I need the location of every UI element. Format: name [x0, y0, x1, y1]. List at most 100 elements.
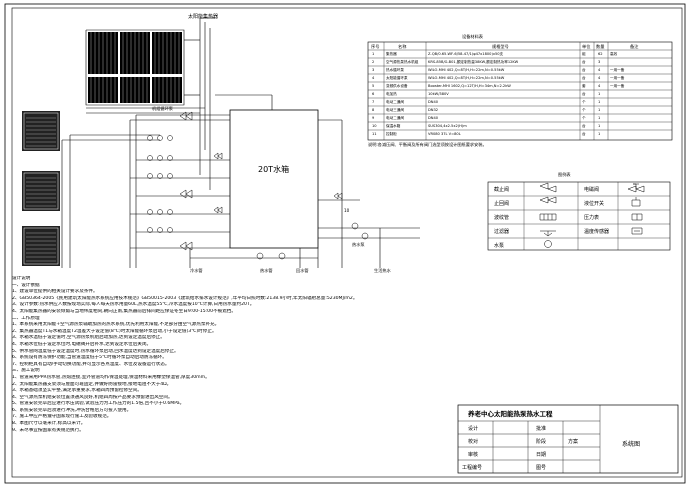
table-cell: 10	[372, 124, 377, 128]
title-label-design: 设计	[468, 425, 478, 432]
note-line: 4、水箱水位低于设定水位时,电磁阀开启补水,达到设定水位后关闭。	[12, 341, 152, 347]
equipment-table: 设备材料表 序号 名称 规格型号 单位 数量 备注	[367, 33, 673, 148]
table-cell: 台	[582, 131, 586, 136]
table-cell: 空气源热泵热水机组	[386, 59, 419, 64]
sheet-name: 系统图	[622, 440, 640, 448]
table-header-remark: 备注	[630, 43, 639, 50]
legend-item-check-valve: 止回阀	[494, 200, 509, 207]
table-header-no: 序号	[371, 43, 379, 50]
title-label-check: 校对	[468, 438, 478, 445]
temp-sensor-icon	[631, 227, 643, 235]
title-value-stage: 方案	[568, 438, 578, 445]
table-cell: 电动三通阀	[386, 107, 404, 112]
note-line: 9、未尽事宜按国家有关规范执行。	[12, 427, 84, 433]
table-cell: 高效	[610, 51, 618, 56]
table-cell: 电加热	[386, 91, 397, 96]
title-label-stage: 阶段	[536, 438, 546, 445]
note-line: 7、施工中应严格遵守国家现行施工及验收规范。	[12, 414, 112, 420]
level-switch-icon	[631, 197, 641, 207]
title-label-drawing-no: 图号	[536, 465, 546, 471]
table-cell: 11	[372, 132, 377, 136]
table-cell: 62	[598, 52, 603, 56]
table-cell: 变频供水设备	[386, 83, 408, 88]
legend-table: 图例表 截止阀 电磁阀 止回阀 液位开关 波纹管 压力表 过滤器 温度传感器 水…	[487, 171, 671, 251]
note-line: 2、GB50364-2005《民用建筑太阳能热水系统应用技术规范》GB50015…	[12, 295, 358, 301]
note-line: 一、设计依据	[12, 282, 40, 288]
note-line: 1、管道采用PPR热水管,热熔连接,室外管道均作保温处理,保温材料采用橡塑保温管…	[12, 374, 210, 380]
table-cell: 台	[582, 91, 586, 96]
table-cell: WILO-MHI 402,Q=8T/H,H=22m,N=0.55kW	[428, 76, 505, 80]
notes-heading: 设计说明	[12, 276, 31, 281]
table-cell: 8	[372, 108, 375, 112]
table-cell: Booster-MHI 1602,Q=12T/H,H=34m,N=2.2kW	[428, 84, 511, 88]
table-cell: DN32	[428, 108, 438, 112]
note-line: 1、建设单位提供的相关设计要求及条件。	[12, 289, 98, 295]
legend-item-level-switch: 液位开关	[584, 200, 604, 207]
note-line: 三、施工说明	[12, 368, 40, 374]
heat-pump-unit-2	[22, 171, 60, 211]
table-cell: 3	[598, 60, 600, 64]
pipe-label-2: 热水管	[260, 267, 273, 274]
legend-item-temp-sensor: 温度传感器	[584, 228, 609, 235]
table-header-qty: 数量	[596, 43, 604, 50]
legend-item-solenoid-valve: 电磁阀	[584, 186, 599, 193]
note-line: 6、系统设有防冻保护功能,当管道温度低于5℃时循环泵自动启动防冻循环。	[12, 355, 167, 361]
table-cell: 1	[598, 116, 600, 120]
pipe-label-4: 生活热水	[374, 267, 392, 274]
equipment-table-footnote: 说明:各减压阀、平衡阀及所有阀门选型须按设计图纸要求安装。	[368, 141, 487, 148]
pressure-gauge-icon	[631, 213, 643, 221]
hot-water-tank	[229, 109, 319, 249]
note-line: 6、系统安装完毕后须进行冲洗,冲洗合格后方可投入使用。	[12, 407, 132, 413]
note-line: 8、本图尺寸以毫米计,标高以米计。	[12, 421, 86, 427]
outer-border	[4, 3, 686, 484]
table-cell: 3	[372, 68, 374, 72]
piping-network	[61, 17, 420, 268]
table-cell: 10kW/380V	[428, 92, 449, 96]
table-cell: SUS304,4x2.5x2(H)m	[428, 124, 467, 128]
table-cell: 4	[598, 84, 601, 88]
pump-label-1: 机组循环泵	[152, 105, 173, 112]
project-name: 养老中心太阳能热泵热水工程	[467, 409, 553, 418]
table-cell: 1	[598, 108, 600, 112]
pump-icon	[544, 240, 552, 248]
table-cell: 热水循环泵	[386, 67, 404, 72]
note-line: 5、供水管网温度低于设定温度时,热水循环泵启动,回水温度达到设定温度后停止。	[12, 348, 179, 354]
table-cell: 1	[598, 124, 600, 128]
pump-label-2: 热水泵	[352, 241, 365, 248]
table-header-model: 规格型号	[492, 43, 509, 50]
note-line: 二、工作原理	[12, 315, 40, 321]
table-header-unit: 单位	[582, 43, 590, 50]
legend-item-filter: 过滤器	[494, 228, 509, 235]
title-label-project-no: 工程编号	[462, 464, 482, 471]
table-cell: 台	[582, 59, 586, 64]
note-line: 4、空气源热泵机组安装位置须通风良好,机组四周按产品要求预留进出风空间。	[12, 394, 173, 400]
legend-item-bellows: 波纹管	[494, 214, 509, 221]
note-line: 7、控制柜具有自动/手动切换功能,并可显示各点温度、水位及设备运行状态。	[12, 361, 170, 367]
solenoid-valve-icon	[627, 183, 645, 193]
roof-label: 太阳能集热器	[188, 13, 218, 20]
legend-title: 图例表	[558, 171, 571, 178]
bellows-icon	[539, 213, 557, 221]
table-cell: 控制柜	[386, 131, 397, 136]
note-line: 5、管道安装完毕后应进行水压试验,试验压力为工作压力的1.5倍,且不小于0.6M…	[12, 401, 185, 407]
heat-pump-unit-1	[22, 111, 60, 151]
note-line: 4、太阳能集热器的安装倾角与当地纬度相同,朝向正南,集热器前后排间距应保证冬至日…	[12, 308, 236, 314]
title-label-review: 审核	[468, 451, 478, 458]
table-cell: 电动二通阀	[386, 99, 404, 104]
check-valve-icon	[539, 196, 557, 204]
valve-markers	[147, 111, 369, 260]
note-line: 2、太阳能集热器支架须与屋面可靠固定,并做好防雷接地,接地电阻不大于4Ω。	[12, 381, 172, 387]
filter-icon	[540, 230, 556, 237]
equipment-table-title: 设备材料表	[462, 33, 484, 40]
table-cell: 4	[372, 76, 375, 80]
table-cell: DN40	[428, 100, 439, 104]
table-cell: 1	[598, 132, 600, 136]
gate-valve-icon	[539, 182, 557, 193]
note-line: 3、水箱水温低于设定值时,空气源热泵机组启动加热,达到设定温度后停止。	[12, 335, 165, 341]
legend-item-gate-valve: 截止阀	[494, 186, 509, 193]
table-cell: 个	[582, 107, 586, 112]
title-block: 养老中心太阳能热泵热水工程 设计 批准 校对 阶段 方案 审核 日期 工程编号 …	[457, 404, 679, 474]
